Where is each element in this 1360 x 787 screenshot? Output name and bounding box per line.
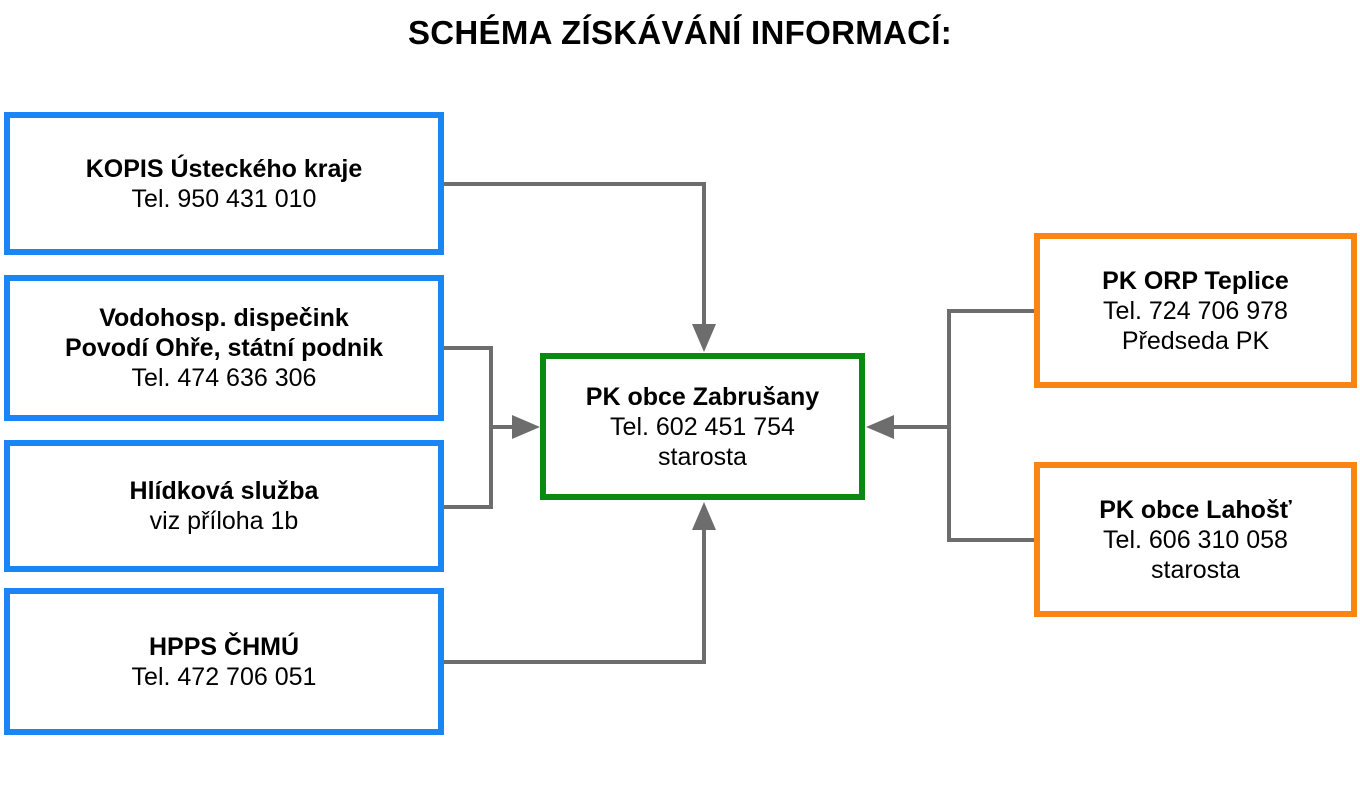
source-box-vodohosp-dispecink: Vodohosp. dispečink Povodí Ohře, státní …	[4, 275, 444, 421]
bracket-vodo-hlidka	[444, 346, 493, 509]
source-box-hlidkova-sluzba: Hlídková služba viz příloha 1b	[4, 440, 444, 572]
source-name-line2: Povodí Ohře, státní podnik	[64, 334, 384, 362]
source-phone: Tel. 724 706 978	[1103, 296, 1288, 325]
source-name: HPPS ČHMÚ	[148, 632, 299, 661]
arrowhead-kopis	[692, 324, 716, 352]
source-name: Hlídková služba	[129, 477, 319, 505]
center-box-pk-zabrusany: PK obce Zabrušany Tel. 602 451 754 staro…	[540, 353, 865, 500]
arrow-kopis-to-center	[444, 182, 706, 328]
source-phone: Tel. 950 431 010	[131, 184, 317, 213]
source-phone: Tel. 472 706 051	[131, 662, 317, 691]
source-box-pk-orp-teplice: PK ORP Teplice Tel. 724 706 978 Předseda…	[1034, 233, 1357, 388]
arrowhead-hpps	[692, 502, 716, 530]
arrowhead-left	[512, 415, 540, 439]
source-phone: Tel. 606 310 058	[1103, 525, 1288, 554]
source-box-hpps-chmu: HPPS ČHMÚ Tel. 472 706 051	[4, 588, 444, 735]
source-reference: viz příloha 1b	[149, 507, 299, 535]
source-name-line1: Vodohosp. dispečink	[99, 304, 349, 332]
bracket-orp-lahost	[947, 309, 1034, 542]
arrow-hpps-to-center	[444, 528, 706, 664]
diagram-title: SCHÉMA ZÍSKÁVÁNÍ INFORMACÍ:	[407, 14, 953, 51]
source-box-kopis: KOPIS Ústeckého kraje Tel. 950 431 010	[4, 112, 444, 255]
source-role: Předseda PK	[1121, 326, 1270, 355]
center-role: starosta	[658, 442, 747, 471]
source-phone: Tel. 474 636 306	[131, 364, 317, 392]
source-role: starosta	[1151, 555, 1240, 584]
source-box-pk-lahost: PK obce Lahošť Tel. 606 310 058 starosta	[1034, 462, 1357, 617]
source-name: PK ORP Teplice	[1102, 266, 1289, 295]
source-name: KOPIS Ústeckého kraje	[85, 154, 363, 183]
center-phone: Tel. 602 451 754	[610, 412, 795, 441]
arrowhead-right	[866, 415, 894, 439]
source-name: PK obce Lahošť	[1099, 495, 1292, 524]
center-name: PK obce Zabrušany	[585, 382, 820, 411]
